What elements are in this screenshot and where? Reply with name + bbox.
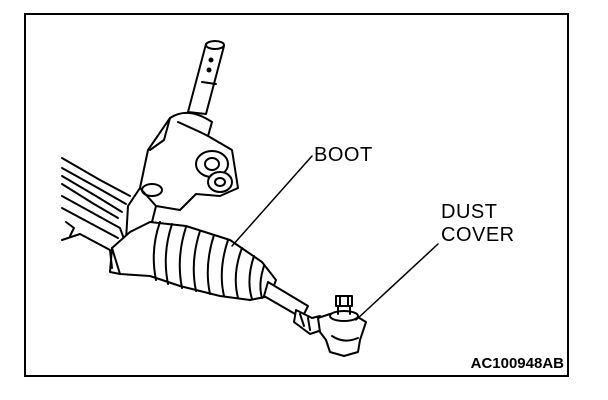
tie-rod-end bbox=[317, 295, 367, 357]
boot bbox=[109, 221, 277, 301]
figure-code: AC100948AB bbox=[470, 355, 564, 372]
boot-leader-line bbox=[231, 155, 313, 247]
valve-housing bbox=[125, 111, 239, 241]
dust-cover-leader-line bbox=[355, 243, 439, 321]
tie-rod bbox=[263, 281, 323, 335]
dust-cover-label-line2: COVER bbox=[441, 224, 515, 246]
pinion-shaft bbox=[187, 40, 225, 115]
leader-lines bbox=[231, 155, 439, 321]
dust-cover-label-line1: DUST bbox=[441, 201, 498, 223]
boot-label: BOOT bbox=[314, 144, 373, 166]
